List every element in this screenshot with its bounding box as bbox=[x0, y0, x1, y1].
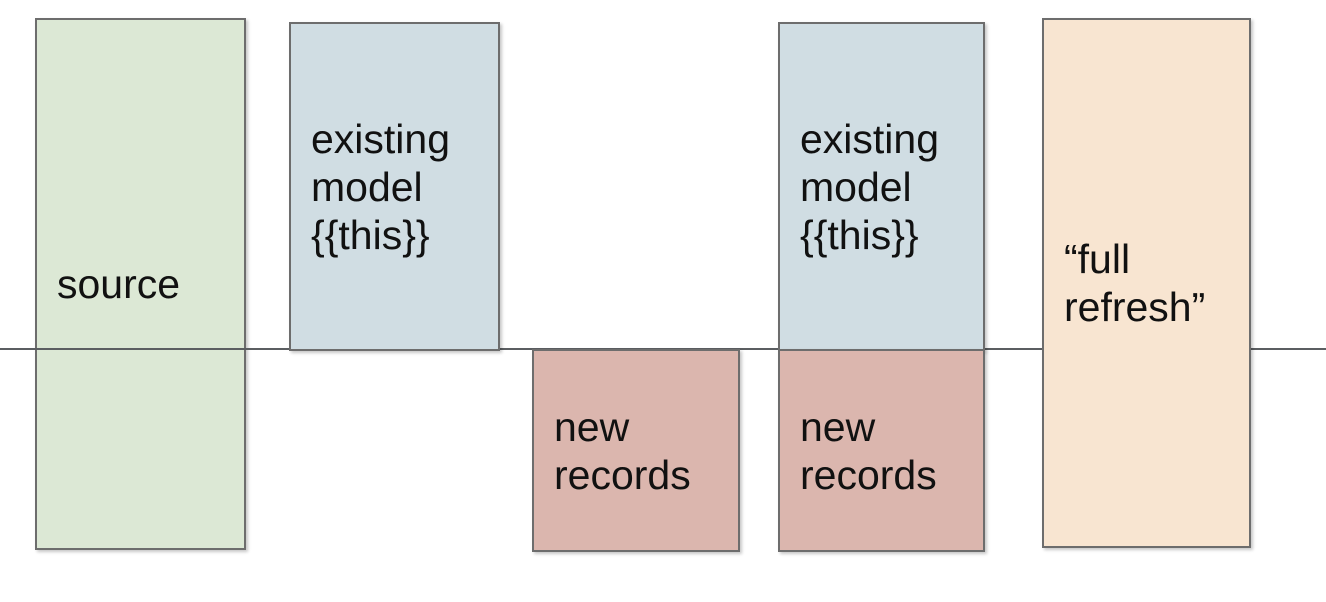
existing-model-box-2: existing model {{this}} bbox=[778, 22, 985, 351]
new-records-box-1: new records bbox=[532, 349, 740, 552]
full-refresh-box: “full refresh” bbox=[1042, 18, 1251, 548]
new-records-box-2: new records bbox=[778, 349, 985, 552]
source-label: source bbox=[57, 261, 181, 307]
existing-model-label-1: existing model {{this}} bbox=[311, 115, 451, 258]
full-refresh-label: “full refresh” bbox=[1064, 236, 1206, 330]
source-box: source bbox=[35, 18, 246, 550]
new-records-label-1: new records bbox=[554, 403, 691, 498]
new-records-label-2: new records bbox=[800, 403, 937, 498]
existing-model-box-1: existing model {{this}} bbox=[289, 22, 500, 351]
existing-model-label-2: existing model {{this}} bbox=[800, 115, 940, 258]
